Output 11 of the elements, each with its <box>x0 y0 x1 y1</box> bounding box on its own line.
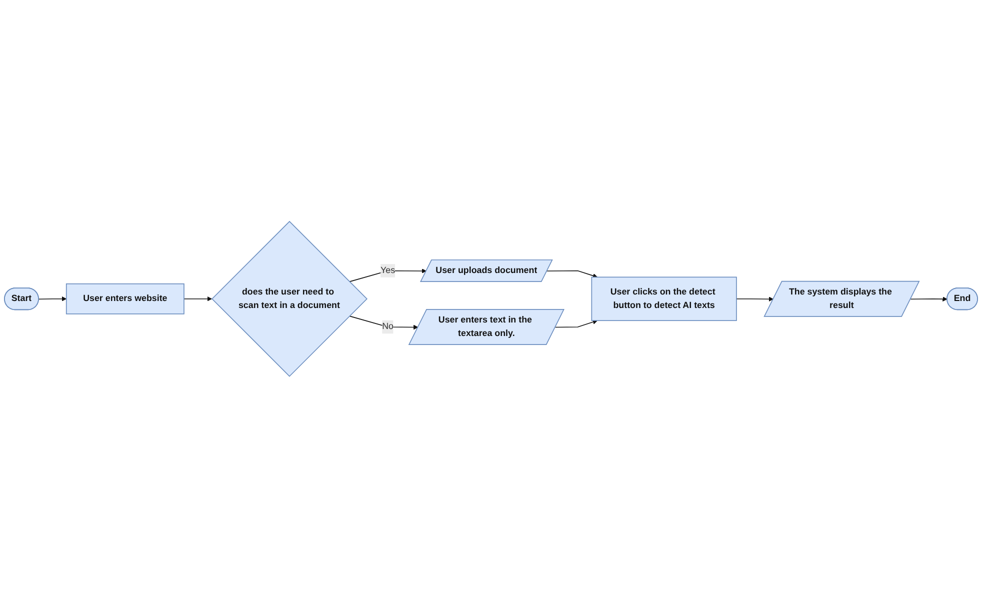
node-box: User clicks on the detect button to detect AI texts <box>591 276 737 321</box>
edge-label: No <box>382 322 394 332</box>
node-box: User enters website <box>66 283 184 314</box>
arrow <box>184 296 212 301</box>
edge-label: Yes <box>380 265 396 275</box>
arrow <box>910 296 948 302</box>
arrow <box>554 319 598 328</box>
arrow <box>38 296 67 301</box>
arrow <box>546 270 598 278</box>
node-diamond: does the user need to scan text in a document <box>212 220 368 376</box>
arrow <box>736 296 774 302</box>
